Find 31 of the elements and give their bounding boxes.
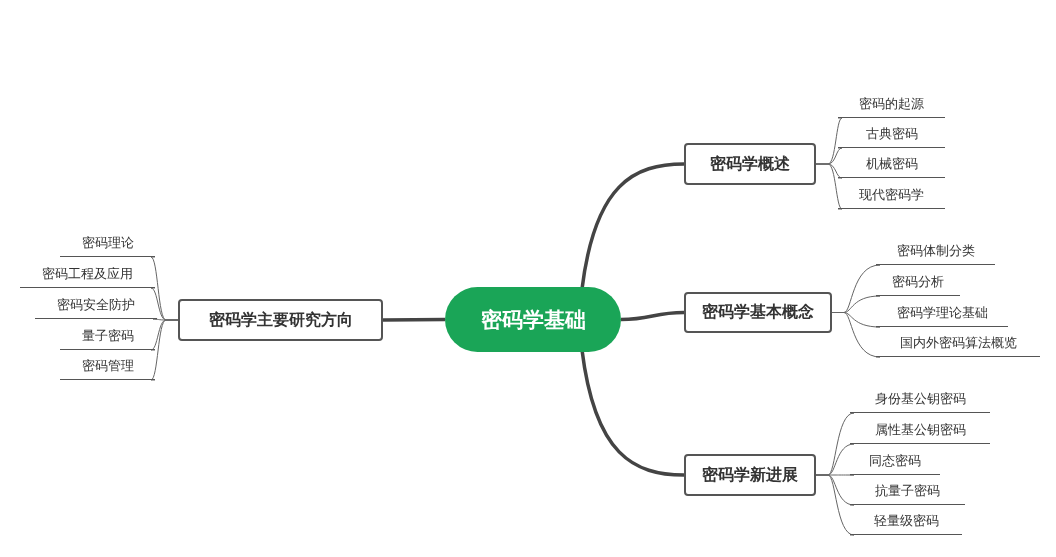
subtopic-label: 量子密码 [60, 324, 155, 350]
topic-box: 密码学基本概念 [684, 292, 832, 333]
subtopic-label: 密码管理 [60, 354, 155, 380]
subtopic-label: 密码理论 [60, 231, 155, 257]
subtopic-label: 密码的起源 [838, 92, 945, 118]
connector-line [383, 317, 445, 322]
topic-box: 密码学主要研究方向 [178, 299, 383, 341]
connector-line [815, 474, 855, 536]
subtopic-label: 属性基公钥密码 [850, 418, 990, 444]
connector-line [580, 162, 685, 290]
subtopic-label: 密码安全防护 [35, 293, 157, 319]
subtopic-label: 密码学理论基础 [876, 301, 1008, 327]
subtopic-label: 身份基公钥密码 [850, 387, 990, 413]
subtopic-label: 密码工程及应用 [20, 262, 155, 288]
subtopic-label: 轻量级密码 [850, 509, 962, 535]
central-topic: 密码学基础 [445, 287, 621, 352]
connector-line [580, 349, 685, 477]
subtopic-label: 同态密码 [850, 449, 940, 475]
subtopic-label: 密码分析 [876, 270, 960, 296]
topic-box: 密码学概述 [684, 143, 816, 185]
connector-line [831, 312, 881, 358]
subtopic-label: 抗量子密码 [850, 479, 965, 505]
subtopic-label: 国内外密码算法概览 [876, 331, 1040, 357]
subtopic-label: 密码体制分类 [876, 239, 995, 265]
subtopic-label: 现代密码学 [838, 183, 945, 209]
connector-line [150, 319, 179, 381]
subtopic-label: 机械密码 [838, 152, 945, 178]
connector-line [620, 310, 685, 322]
subtopic-label: 古典密码 [838, 122, 945, 148]
connector-line [815, 163, 843, 210]
topic-box: 密码学新进展 [684, 454, 816, 496]
